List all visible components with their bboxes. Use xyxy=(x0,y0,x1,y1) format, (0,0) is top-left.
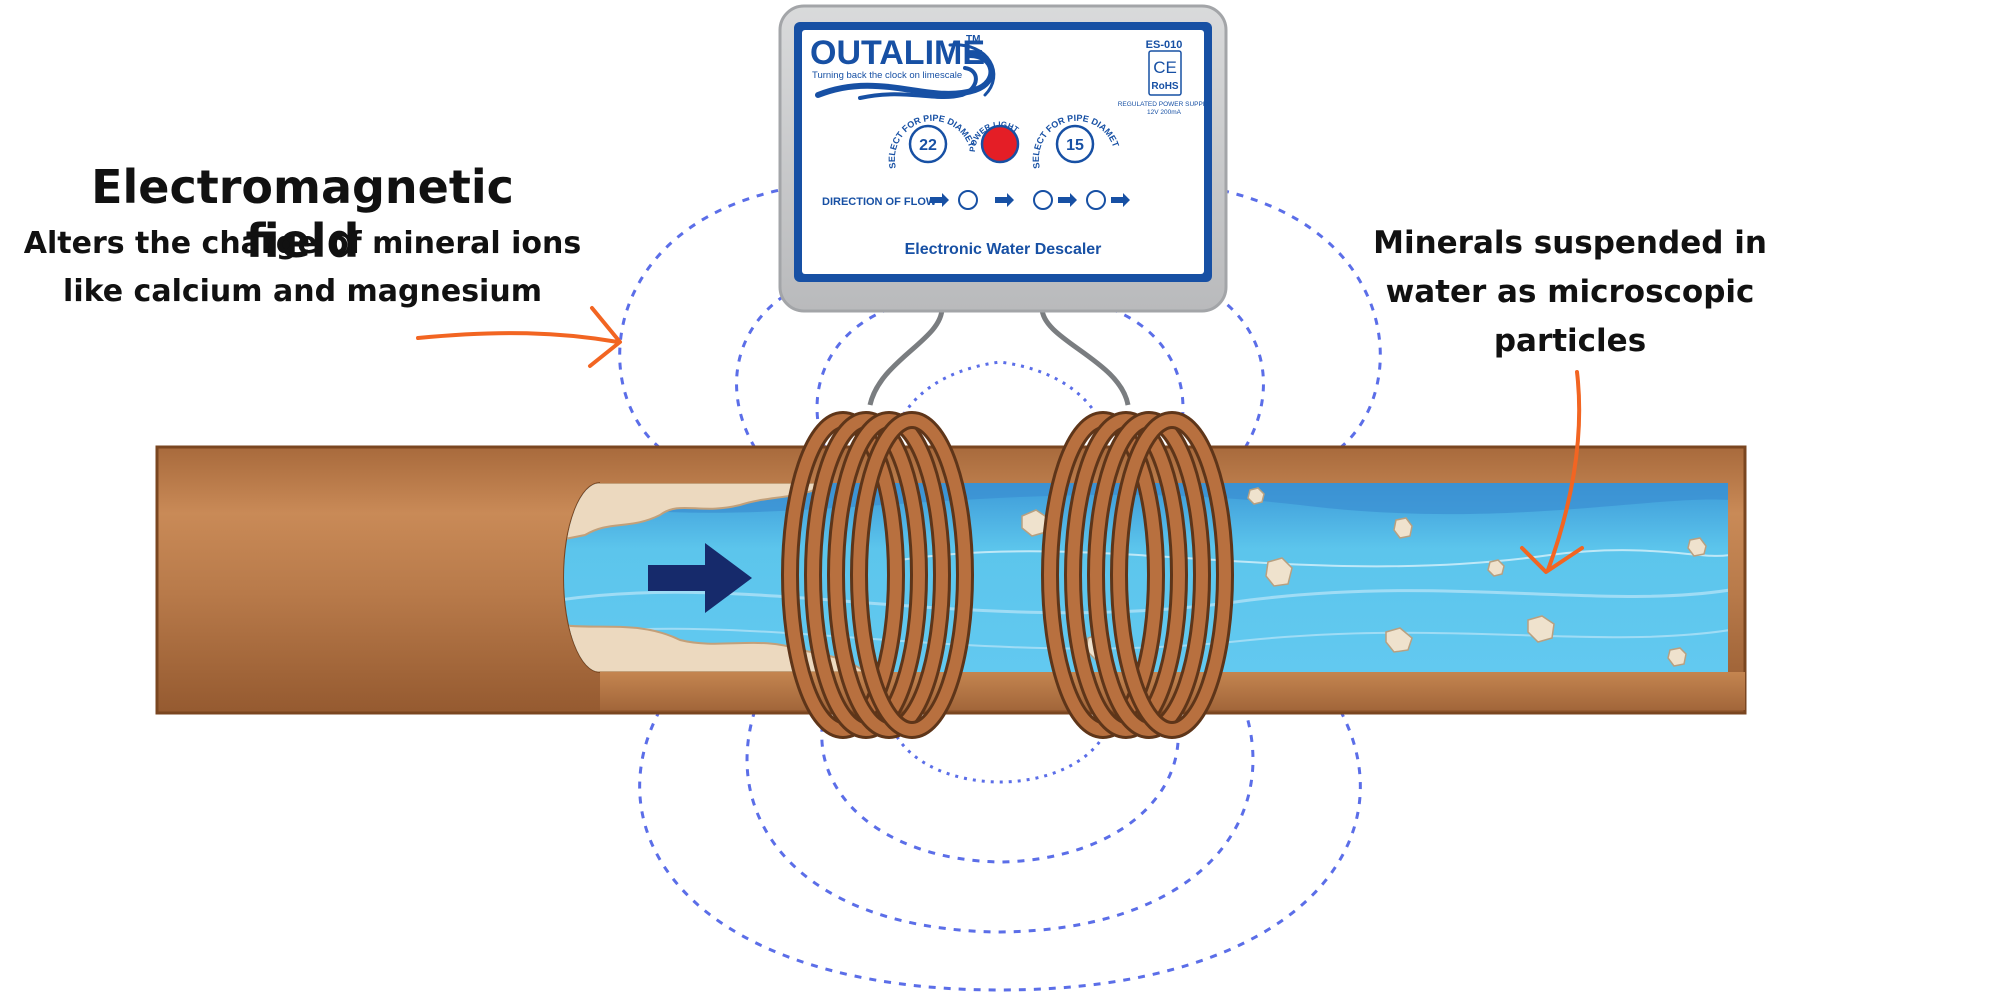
minerals-label-line-1: Minerals suspended in xyxy=(1373,225,1767,261)
brand-name: OUTALIME xyxy=(810,34,985,72)
dial-right-value: 15 xyxy=(1066,137,1084,154)
rohs-mark: RoHS xyxy=(1151,81,1179,92)
minerals-label-line-3: particles xyxy=(1493,323,1647,359)
power-light xyxy=(980,124,1020,164)
curved-arrow-icon xyxy=(1520,370,1584,574)
dial-right[interactable] xyxy=(1055,124,1095,164)
brand-tagline: Turning back the clock on limescale xyxy=(812,70,962,81)
minerals-label-line-2: water as microscopic xyxy=(1385,274,1755,310)
field-description-line-1: Alters the charge of mineral ions xyxy=(23,226,582,261)
model-number: ES-010 xyxy=(1146,39,1183,51)
copper-coil-right xyxy=(1041,411,1234,739)
curved-arrow-icon xyxy=(416,306,622,368)
device-wires xyxy=(867,307,1131,406)
dial-left[interactable] xyxy=(908,124,948,164)
product-name: Electronic Water Descaler xyxy=(905,241,1102,258)
dial-left-value: 22 xyxy=(919,137,937,154)
field-description-line-2: like calcium and magnesium xyxy=(63,274,542,309)
field-title: Electromagnetic field xyxy=(91,160,514,268)
power-supply-line-1: REGULATED POWER SUPPLY xyxy=(1118,101,1211,108)
wave-logo-icon xyxy=(815,43,996,100)
flow-indicator xyxy=(930,190,1130,210)
brand-trademark: TM xyxy=(966,34,980,45)
copper-coil-left xyxy=(781,411,974,739)
power-supply-line-2: 12V 200mA xyxy=(1147,109,1182,116)
flow-direction-label: DIRECTION OF FLOW xyxy=(822,196,937,208)
arrow-right-icon xyxy=(648,543,752,613)
ce-mark: CE xyxy=(1153,58,1177,77)
descaler-device: OUTALIME TM Turning back the clock on li… xyxy=(0,0,1228,313)
